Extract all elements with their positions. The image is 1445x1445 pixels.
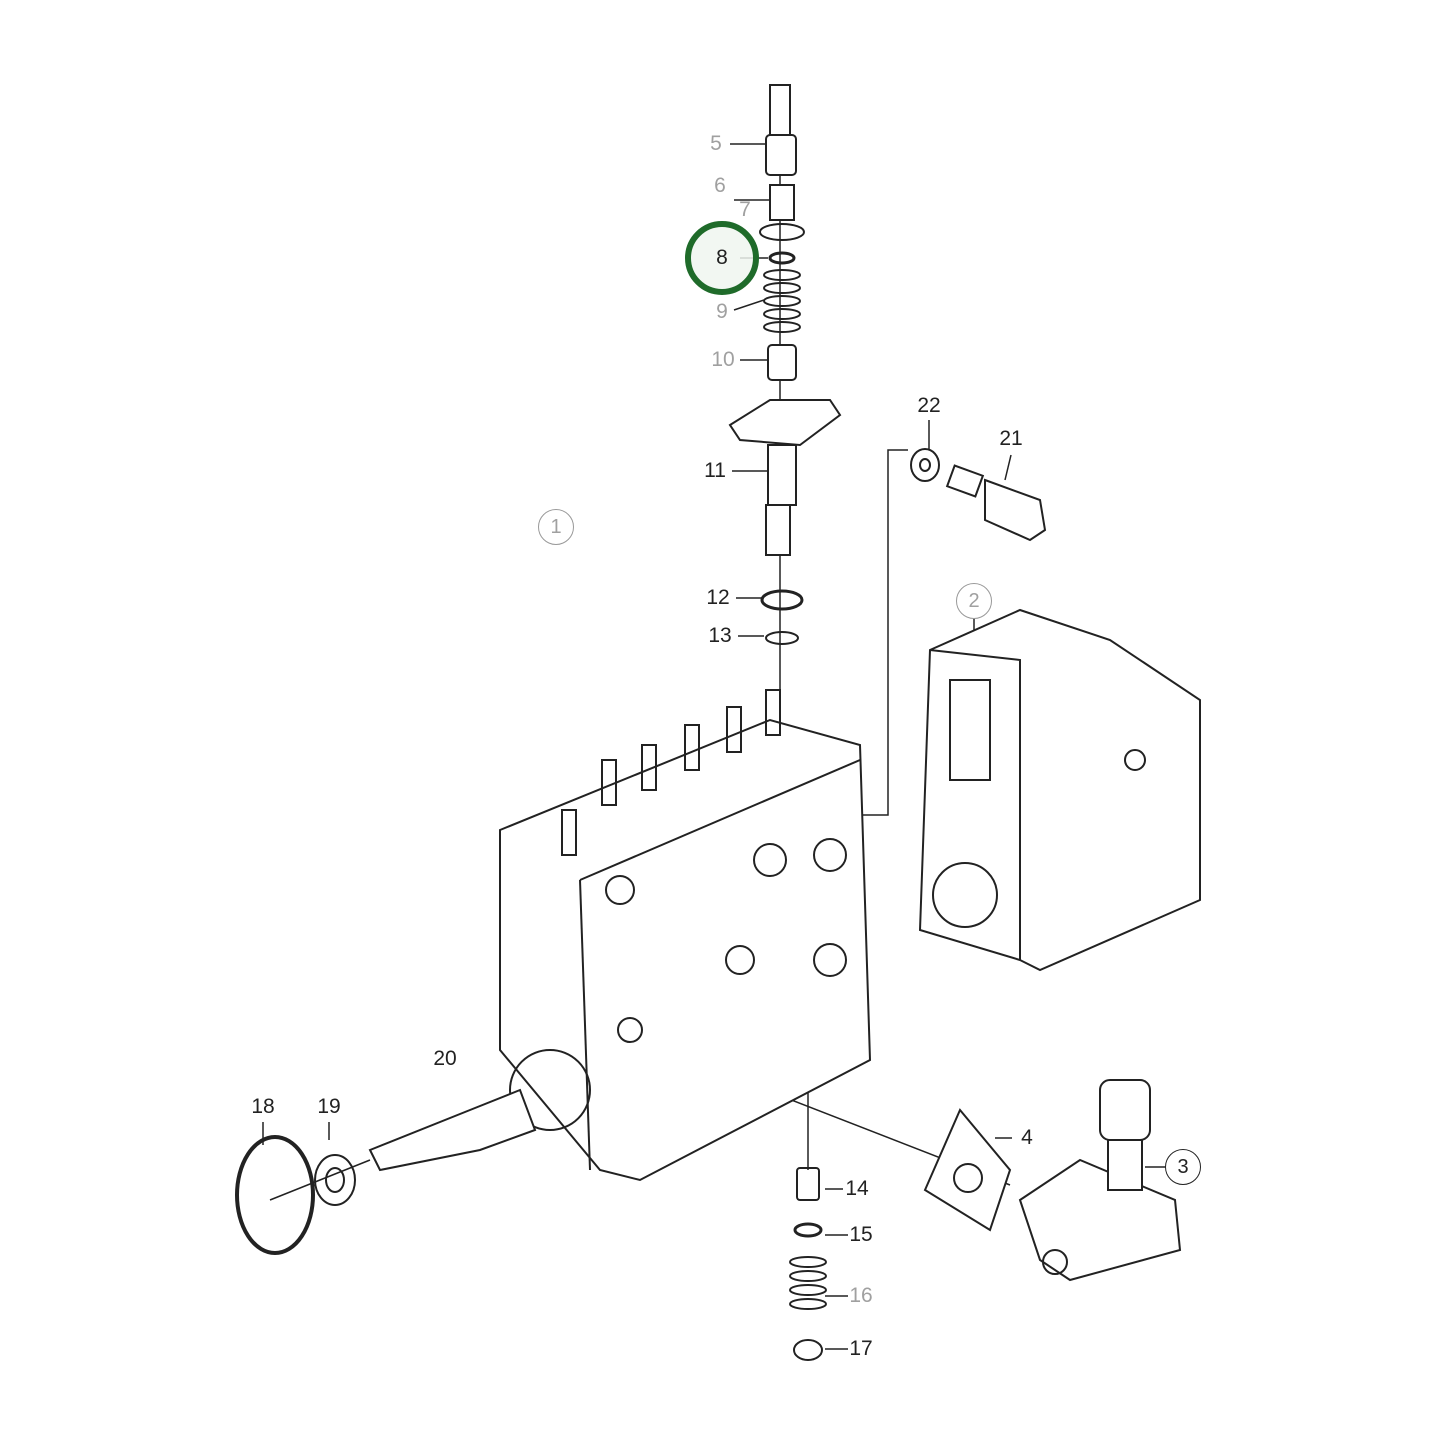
callout-10[interactable]: 10 (711, 348, 735, 371)
callout-11[interactable]: 11 (704, 459, 726, 482)
callout-4[interactable]: 4 (1021, 1126, 1033, 1149)
callout-label: 3 (1177, 1155, 1189, 1178)
callout-20[interactable]: 20 (433, 1047, 457, 1070)
callout-label: 1 (550, 515, 562, 538)
callout-5[interactable]: 5 (710, 132, 722, 155)
callout-12[interactable]: 12 (706, 586, 730, 609)
callout-7[interactable]: 7 (739, 198, 751, 221)
tappet-parts (789, 1167, 827, 1361)
callout-label: 8 (716, 246, 728, 269)
delivery-valve-stack (728, 84, 842, 645)
callout-19[interactable]: 19 (317, 1095, 341, 1118)
callout-16[interactable]: 16 (849, 1284, 873, 1307)
callout-21[interactable]: 21 (999, 427, 1023, 450)
callout-17[interactable]: 17 (849, 1337, 873, 1360)
callout-22[interactable]: 22 (917, 394, 941, 417)
callout-6[interactable]: 6 (714, 174, 726, 197)
callout-label: 2 (968, 589, 980, 612)
callout-3[interactable]: 3 (1165, 1149, 1201, 1185)
callout-18[interactable]: 18 (251, 1095, 275, 1118)
callout-2[interactable]: 2 (956, 583, 992, 619)
callout-15[interactable]: 15 (849, 1223, 873, 1246)
camshaft-and-seals (235, 1088, 537, 1255)
callout-8-highlighted[interactable]: 8 (685, 221, 759, 295)
feed-pump (923, 1079, 1182, 1282)
callout-9[interactable]: 9 (716, 300, 728, 323)
callout-13[interactable]: 13 (708, 624, 732, 647)
pump-housing (499, 689, 872, 1182)
governor-housing (918, 608, 1201, 972)
plug-and-washer (910, 448, 1047, 542)
callout-14[interactable]: 14 (845, 1177, 869, 1200)
callout-1[interactable]: 1 (538, 509, 574, 545)
